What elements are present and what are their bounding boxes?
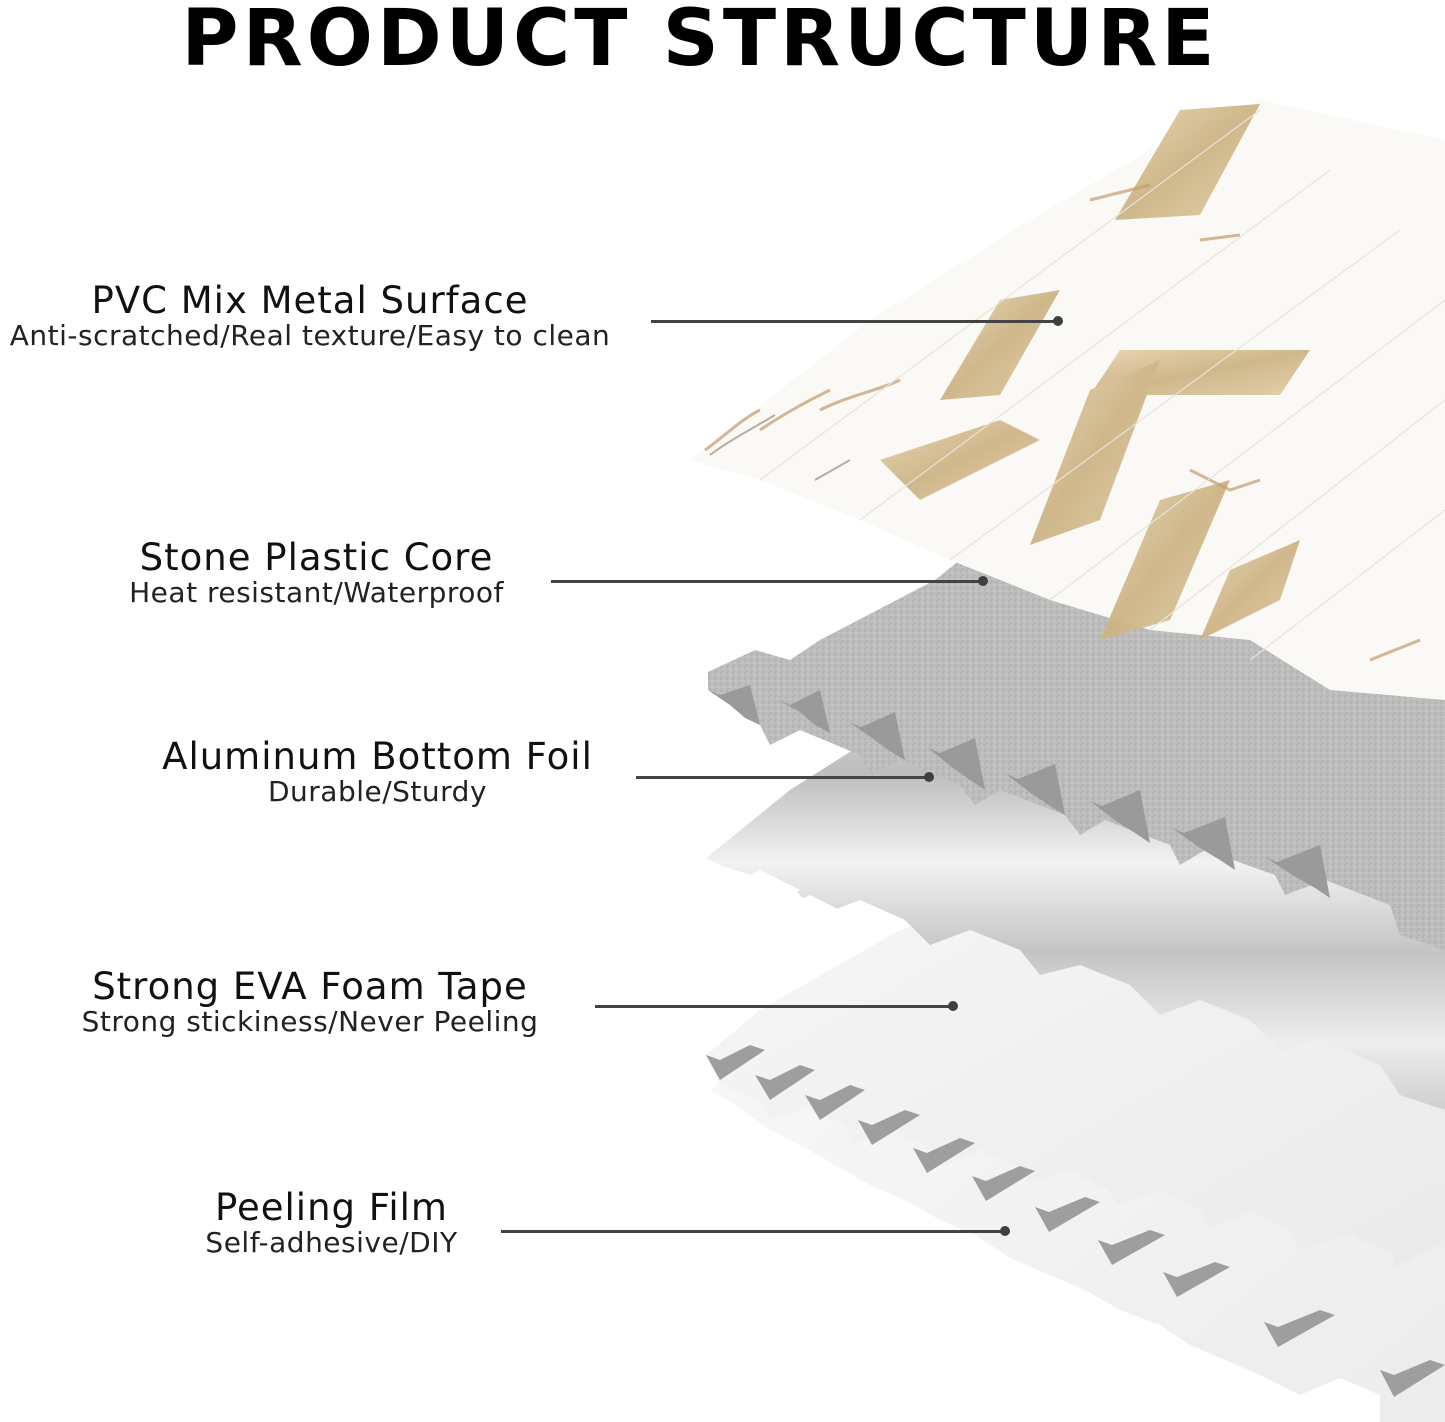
layer-name: Strong EVA Foam Tape: [92, 965, 528, 1008]
page-title: PRODUCT STRUCTURE: [0, 0, 1400, 84]
leader-dot-stone-core: [978, 576, 988, 586]
layer-description: Durable/Sturdy: [267, 775, 488, 808]
layer-name: Peeling Film: [215, 1186, 448, 1229]
layer-label-eva-foam: Strong EVA Foam Tape Strong stickiness/N…: [60, 967, 560, 1037]
layer-label-stone-core: Stone Plastic Core Heat resistant/Waterp…: [100, 538, 533, 608]
layer-description: Strong stickiness/Never Peeling: [81, 1005, 539, 1038]
leader-line-pvc-surface: [651, 320, 1057, 323]
layer-label-peeling-film: Peeling Film Self-adhesive/DIY: [170, 1188, 493, 1258]
leader-dot-peeling-film: [1000, 1226, 1010, 1236]
pvc-mix-metal-surface-layer: [690, 100, 1445, 700]
leader-line-eva-foam: [595, 1005, 953, 1008]
leader-line-peeling-film: [501, 1230, 1004, 1233]
leader-dot-pvc-surface: [1053, 316, 1063, 326]
layer-label-pvc-surface: PVC Mix Metal Surface Anti-scratched/Rea…: [0, 281, 620, 351]
layer-description: Self-adhesive/DIY: [205, 1226, 458, 1259]
layer-name: PVC Mix Metal Surface: [91, 279, 529, 322]
title-text: PRODUCT STRUCTURE: [181, 0, 1219, 84]
leader-line-stone-core: [551, 580, 982, 583]
layer-description: Heat resistant/Waterproof: [129, 576, 504, 609]
leader-line-aluminum-foil: [636, 776, 928, 779]
leader-dot-aluminum-foil: [924, 772, 934, 782]
layer-label-aluminum-foil: Aluminum Bottom Foil Durable/Sturdy: [140, 737, 615, 807]
layer-name: Stone Plastic Core: [139, 536, 494, 579]
layer-description: Anti-scratched/Real texture/Easy to clea…: [9, 319, 611, 352]
leader-dot-eva-foam: [948, 1001, 958, 1011]
layer-name: Aluminum Bottom Foil: [162, 735, 593, 778]
